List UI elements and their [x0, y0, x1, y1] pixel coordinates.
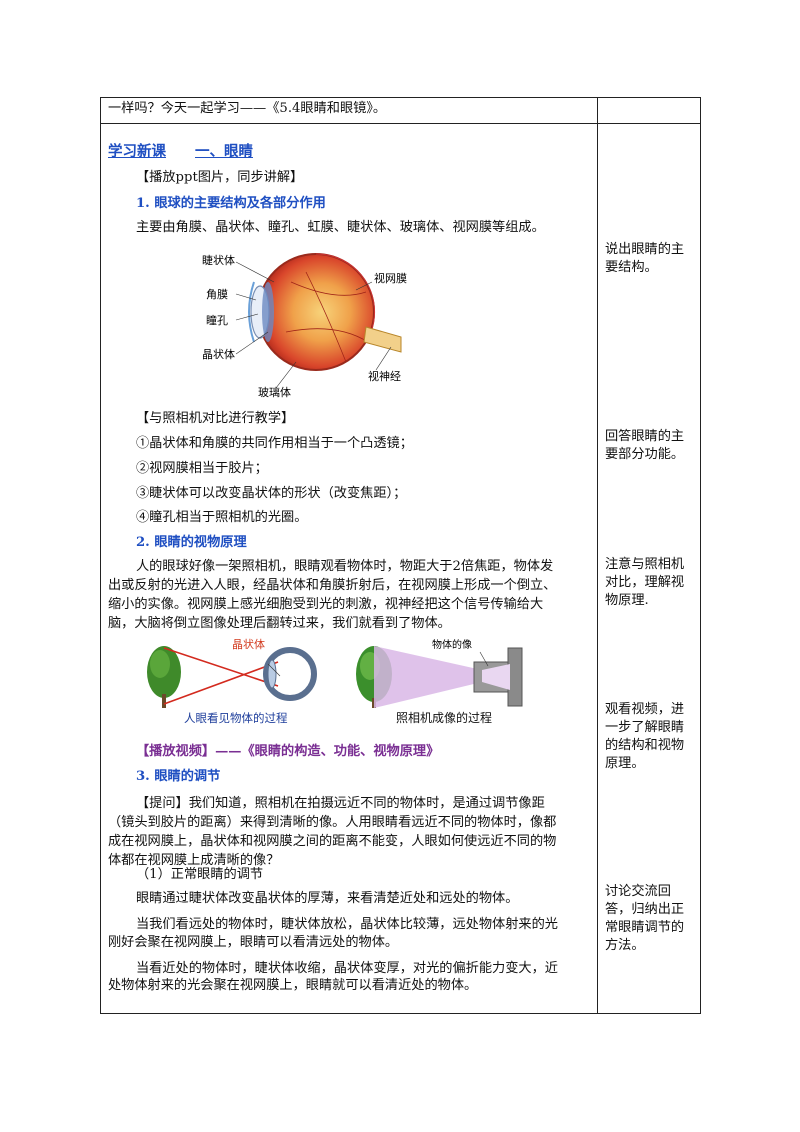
principle-line: 出或反射的光进入人眼，经晶状体和角膜折射后，在视网膜上形成一个倒立、 [108, 578, 557, 593]
side-note: 注意与照相机 对比，理解视 物原理. [605, 557, 685, 608]
label-vitreous: 玻璃体 [258, 385, 291, 399]
question-line: （镜头到胶片的距离）来得到清晰的像。人用眼睛看远近不同的物体时，像都 [108, 815, 557, 830]
subsection-2-title: 2. 眼睛的视物原理 [136, 535, 247, 550]
figure-image-label: 物体的像 [432, 638, 472, 651]
camera-imaging-figure: 物体的像 照相机成像的过程 [356, 638, 523, 725]
side-note: 说出眼睛的主 要结构。 [605, 242, 685, 275]
normal-eye-title: （1）正常眼睛的调节 [136, 867, 264, 882]
eye-seeing-figure: 晶状体 人眼看见物体的过程 [147, 637, 317, 725]
table-right-border [700, 97, 701, 1014]
section-heading-title: 一、眼睛 [195, 143, 253, 160]
table-top-border [100, 97, 700, 98]
label-cornea: 角膜 [206, 288, 228, 301]
table-left-border [100, 97, 101, 1014]
compare-item: ③睫状体可以改变晶状体的形状（改变焦距）； [136, 486, 407, 501]
compare-item: ①晶状体和角膜的共同作用相当于一个凸透镜； [136, 436, 413, 451]
near-line: 当看近处的物体时，睫状体收缩，晶状体变厚，对光的偏折能力变大，近 [136, 961, 558, 976]
normal-eye-text: 眼睛通过睫状体改变晶状体的厚薄，来看清楚近处和远处的物体。 [136, 891, 519, 906]
question-line: 【提问】我们知道，照相机在拍摄远近不同的物体时，是通过调节像距 [136, 796, 545, 811]
ppt-note: 【播放ppt图片，同步讲解】 [136, 170, 304, 185]
subsection-1-title: 1. 眼球的主要结构及各部分作用 [136, 196, 326, 211]
table-column-divider [597, 97, 598, 1014]
table-bottom-border [100, 1013, 700, 1014]
section-heading-prefix: 学习新课 [108, 143, 166, 160]
principle-line: 缩小的实像。视网膜上感光细胞受到光的刺激，视神经把这个信号传输给大 [108, 597, 544, 612]
figure-left-caption: 人眼看见物体的过程 [184, 711, 288, 725]
far-line: 当我们看远处的物体时，睫状体放松，晶状体比较薄，远处物体射来的光 [136, 917, 558, 932]
principle-line: 脑，大脑将倒立图像处理后翻转过来，我们就看到了物体。 [108, 616, 451, 631]
eye-structure-diagram: 睫状体 角膜 瞳孔 晶状体 玻璃体 视网膜 视神经 [202, 253, 407, 399]
label-optic-nerve: 视神经 [368, 369, 401, 383]
question-line: 成在视网膜上，晶状体和视网膜之间的距离不能变，人眼如何使远近不同的物 [108, 834, 557, 849]
compare-item: ④瞳孔相当于照相机的光圈。 [136, 510, 308, 525]
label-lens: 晶状体 [202, 347, 235, 361]
label-retina: 视网膜 [374, 271, 407, 285]
label-pupil: 瞳孔 [206, 313, 228, 327]
subsection-1-text: 主要由角膜、晶状体、瞳孔、虹膜、睫状体、玻璃体、视网膜等组成。 [136, 220, 545, 235]
subsection-3-title: 3. 眼睛的调节 [136, 769, 221, 784]
table-row-divider [100, 123, 700, 124]
figure-right-caption: 照相机成像的过程 [396, 710, 492, 725]
label-ciliary: 睫状体 [202, 253, 235, 267]
compare-title: 【与照相机对比进行教学】 [136, 411, 295, 426]
near-line: 处物体射来的光会聚在视网膜上，眼睛就可以看清近处的物体。 [108, 978, 478, 993]
question-line: 体都在视网膜上成清晰的像？ [108, 853, 280, 868]
far-line: 刚好会聚在视网膜上，眼睛可以看清远处的物体。 [108, 935, 399, 950]
side-note: 讨论交流回 答，归纳出正 常眼睛调节的 方法。 [605, 884, 685, 953]
side-note: 回答眼睛的主 要部分功能。 [605, 429, 685, 462]
side-note: 观看视频，进 一步了解眼睛 的结构和视物 原理。 [605, 702, 685, 771]
video-line: 【播放视频】——《眼睛的构造、功能、视物原理》 [136, 744, 440, 759]
intro-line: 一样吗？今天一起学习——《5.4眼睛和眼镜》。 [108, 101, 387, 116]
figure-lens-label: 晶状体 [232, 637, 265, 651]
compare-item: ②视网膜相当于胶片； [136, 461, 268, 476]
principle-line: 人的眼球好像一架照相机，眼睛观看物体时，物距大于2倍焦距，物体发 [136, 559, 554, 574]
